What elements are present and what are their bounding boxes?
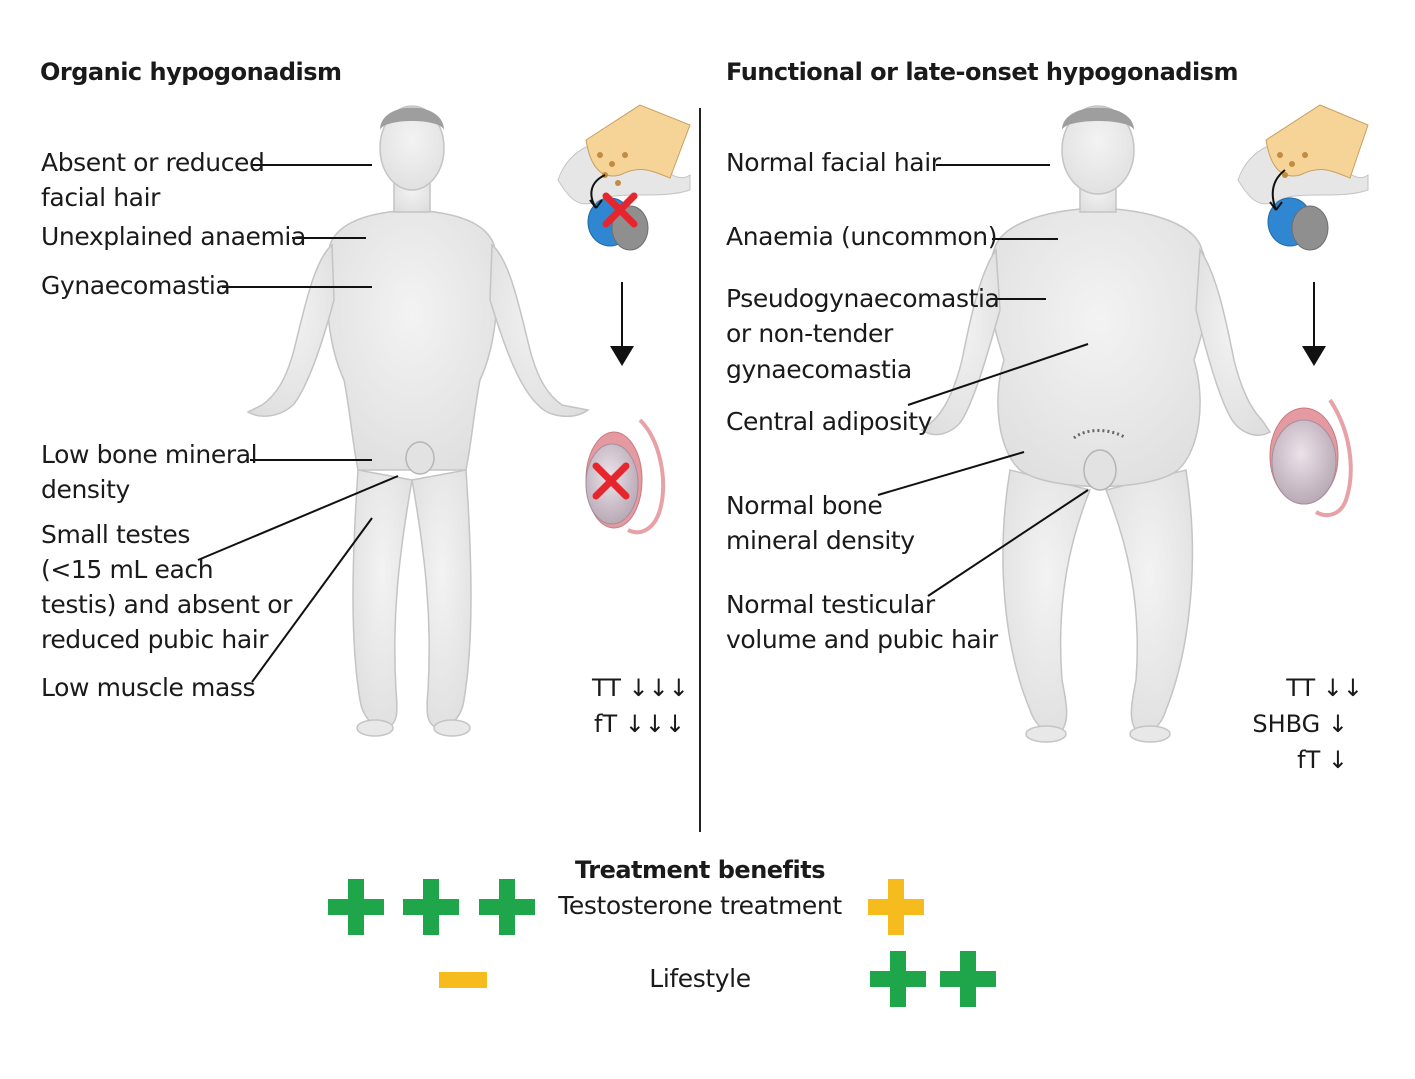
organic-label-facial-hair-1: Absent or reduced <box>41 148 265 177</box>
organic-testosterone-plus-icon-2 <box>403 879 459 935</box>
functional-pubic-hair-shape <box>1073 429 1127 440</box>
organic-label-testes-3: testis) and absent or <box>41 590 293 619</box>
functional-hormone-tt: TT ↓↓ <box>1286 674 1363 702</box>
functional-genitals-shape <box>1083 449 1117 491</box>
lifestyle-label: Lifestyle <box>649 964 751 993</box>
organic-label-gynaecomastia: Gynaecomastia <box>41 271 231 300</box>
organic-testis-inset <box>585 418 666 535</box>
functional-feet-shape <box>1025 725 1171 743</box>
functional-pituitary-inset <box>1237 104 1369 251</box>
functional-label-anaemia: Anaemia (uncommon) <box>726 222 998 251</box>
organic-testis-red-x-icon <box>592 462 630 500</box>
functional-label-bone-2: mineral density <box>726 526 915 555</box>
organic-label-muscle: Low muscle mass <box>41 673 256 702</box>
organic-title: Organic hypogonadism <box>40 58 342 86</box>
organic-body-figure <box>246 105 590 729</box>
organic-genitals-shape <box>405 441 435 475</box>
organic-pituitary-red-x-icon <box>602 192 638 228</box>
organic-label-anaemia: Unexplained anaemia <box>41 222 306 251</box>
organic-leader-lines <box>197 164 399 683</box>
functional-label-pseudo-2: or non-tender <box>726 319 893 348</box>
functional-testosterone-plus-icon <box>868 879 924 935</box>
organic-label-bone-2: density <box>41 475 130 504</box>
functional-label-facial-hair: Normal facial hair <box>726 148 941 177</box>
organic-testosterone-plus-icon-1 <box>328 879 384 935</box>
organic-feet-shape <box>356 719 471 737</box>
organic-pituitary-inset <box>557 104 691 251</box>
functional-lifestyle-plus-icon-1 <box>870 951 926 1007</box>
organic-hair-shape <box>380 107 444 130</box>
organic-hormone-ft: fT ↓↓↓ <box>594 710 686 738</box>
organic-label-facial-hair-2: facial hair <box>41 183 161 212</box>
functional-label-adiposity: Central adiposity <box>726 407 933 436</box>
functional-leader-lines <box>877 164 1089 597</box>
functional-label-pseudo-1: Pseudogynaecomastia <box>726 284 1000 313</box>
testosterone-treatment-label: Testosterone treatment <box>558 891 842 920</box>
functional-label-testes-2: volume and pubic hair <box>726 625 998 654</box>
functional-hormone-ft: fT ↓ <box>1297 746 1348 774</box>
organic-label-bone-1: Low bone mineral <box>41 440 258 469</box>
organic-lifestyle-minus-icon <box>439 972 487 988</box>
functional-down-arrow-icon <box>1302 282 1326 366</box>
organic-label-testes-1: Small testes <box>41 520 190 549</box>
functional-hair-shape <box>1062 107 1134 130</box>
functional-label-pseudo-3: gynaecomastia <box>726 355 912 384</box>
organic-down-arrow-icon <box>610 282 634 366</box>
organic-label-testes-2: (<15 mL each <box>41 555 214 584</box>
functional-lifestyle-plus-icon-2 <box>940 951 996 1007</box>
functional-label-bone-1: Normal bone <box>726 491 883 520</box>
organic-hormone-tt: TT ↓↓↓ <box>592 674 689 702</box>
functional-hormone-shbg: SHBG ↓ <box>1252 710 1348 738</box>
functional-body-figure <box>920 105 1272 735</box>
functional-label-testes-1: Normal testicular <box>726 590 935 619</box>
treatment-title: Treatment benefits <box>575 856 825 884</box>
functional-title: Functional or late-onset hypogonadism <box>726 58 1238 86</box>
functional-testis-inset <box>1269 398 1353 518</box>
organic-label-testes-4: reduced pubic hair <box>41 625 269 654</box>
organic-testosterone-plus-icon-3 <box>479 879 535 935</box>
